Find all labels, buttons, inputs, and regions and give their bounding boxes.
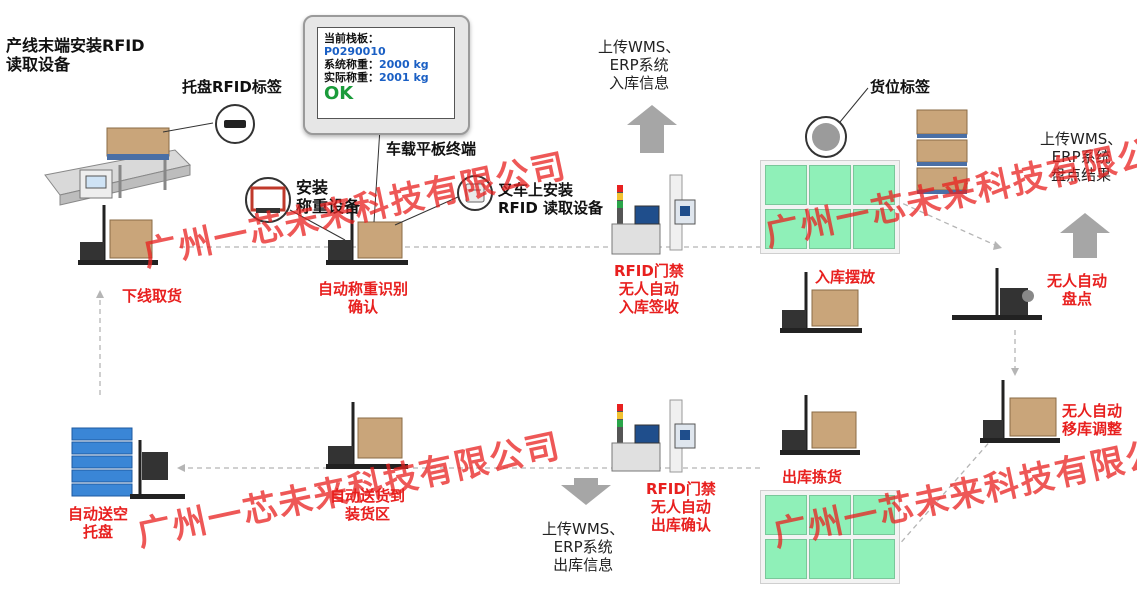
stacked-goods-icon [916, 109, 968, 194]
forklift-deliver-icon [326, 402, 408, 469]
download-arrow-outbound [561, 478, 611, 505]
conveyor-icon [44, 127, 191, 206]
tablet-actual-weight: 实际称重：2001 kg [324, 71, 448, 84]
label-pallet-rfid-tag: 托盘RFID标签 [182, 78, 282, 96]
empty-pallets-icon [71, 427, 185, 499]
step-deliver: 自动送货到 装货区 [330, 487, 406, 523]
rfid-gate-out-icon [611, 399, 696, 473]
step-gate-in: RFID门禁 无人自动 入库签收 [614, 262, 684, 316]
upload-arrow-inbound [627, 105, 677, 153]
step-picking: 出库拣货 [782, 468, 843, 486]
forklift-pickup-icon [78, 205, 158, 265]
upload-arrow-inventory [1060, 213, 1110, 258]
flow-line-to-picking [889, 429, 1001, 556]
step-pickup: 下线取货 [122, 287, 183, 305]
weighing-device-icon [245, 177, 291, 223]
upload-outbound-info: 上传WMS、 ERP系统 出库信息 [542, 520, 625, 574]
upload-inbound-info: 上传WMS、 ERP系统 入库信息 [598, 38, 681, 92]
tablet-terminal-icon: 当前栈板： P0290010 系统称重：2000 kg 实际称重：2001 kg… [303, 15, 470, 135]
label-forklift-rfid-reader: 叉车上安装 RFID 读取设备 [498, 181, 604, 217]
tablet-system-weight: 系统称重：2000 kg [324, 58, 448, 71]
tablet-actual-weight-label: 实际称重： [324, 71, 379, 84]
forklift-putaway-icon [780, 272, 862, 333]
upload-inventory-result: 上传WMS、 ERP系统 盘点结果 [1040, 130, 1123, 184]
step-return-pallet: 自动送空 托盘 [68, 505, 129, 541]
tablet-line-current-pallet: 当前栈板： [324, 32, 379, 45]
rfid-gate-in-icon [611, 174, 696, 255]
tablet-system-weight-label: 系统称重： [324, 58, 379, 71]
tablet-actual-weight-value: 2001 kg [379, 71, 429, 84]
tablet-screen: 当前栈板： P0290010 系统称重：2000 kg 实际称重：2001 kg… [317, 27, 455, 119]
pallet-rfid-tag-icon [215, 104, 255, 144]
flow-line-to-inventory [894, 199, 996, 246]
forklift-rfid-reader-icon [457, 175, 493, 211]
rack-outbound [760, 490, 900, 584]
forklift-picking-icon [780, 395, 860, 455]
step-auto-inventory: 无人自动 盘点 [1047, 272, 1108, 308]
step-auto-move: 无人自动 移库调整 [1062, 402, 1123, 438]
step-gate-out: RFID门禁 无人自动 出库确认 [646, 480, 716, 534]
tablet-pallet-id: P0290010 [324, 45, 386, 58]
forklift-weigh-icon [326, 205, 408, 265]
label-tablet-terminal: 车载平板终端 [386, 140, 477, 158]
label-location-tag: 货位标签 [870, 78, 931, 96]
rack-inbound [760, 160, 900, 254]
label-weighing-device: 安装 称重设备 [296, 178, 361, 217]
inventory-forklift-icon [952, 268, 1042, 320]
tablet-status-ok: OK [324, 83, 354, 104]
step-putaway: 入库摆放 [815, 268, 876, 286]
tablet-system-weight-value: 2000 kg [379, 58, 429, 71]
step-weigh-confirm: 自动称重识别 确认 [318, 280, 409, 316]
forklift-move-icon [980, 380, 1060, 443]
label-line-end-device: 产线末端安装RFID 读取设备 [6, 36, 145, 75]
location-tag-icon [805, 116, 847, 158]
